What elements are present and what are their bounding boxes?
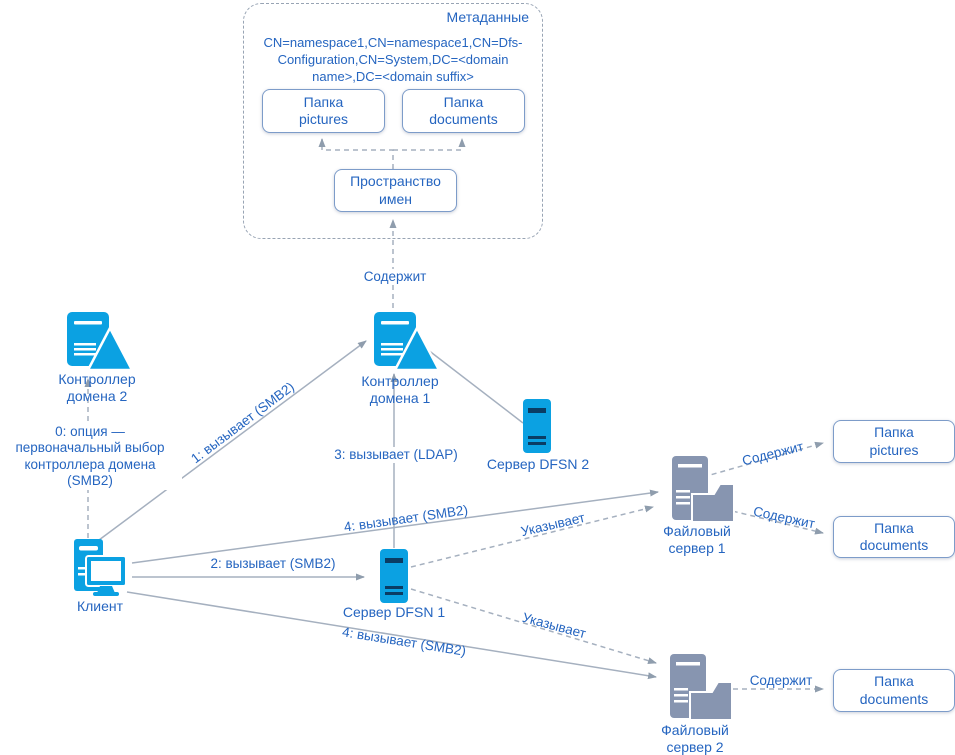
server-icon [380,549,408,603]
metadata-panel: Метаданные CN=namespace1,CN=namespace1,C… [243,3,543,239]
metadata-title: Метаданные [446,9,529,25]
edge-namespace-documents [393,138,466,151]
node-label-client: Клиент [76,598,124,614]
client-computer-icon [74,539,127,596]
folder-box-documents-2: Папка documents [833,669,955,712]
node-label-dc1: Контроллер домена 1 [361,373,439,406]
server-icon [523,399,551,453]
edge-dfsn1-fs2 [410,588,657,665]
node-label-dc2: Контроллер домена 2 [58,371,136,404]
edge-client-fs2 [126,591,657,680]
node-label-fs1: Файловый сервер 1 [663,523,731,556]
edge-fs1-pictures [702,441,824,478]
node-label-fs2: Файловый сервер 2 [661,722,729,755]
namespace-box: Пространство имен [334,169,457,212]
edge-label-contains-fs2-documents: Содержит [749,673,813,688]
folder-box-documents-meta: Папка documents [402,89,525,133]
edge-client-fs1 [131,489,659,564]
folder-box-pictures: Папка pictures [833,420,955,463]
folder-box-pictures-meta: Папка pictures [262,89,385,133]
domain-controller-icon [374,312,441,372]
edge-label-option0: 0: опция — первоначальный выбор контролл… [0,424,182,490]
edge-dfsn1-fs1 [410,505,654,568]
domain-controller-icon [67,312,134,372]
edge-fs1-documents [723,508,824,535]
folder-box-documents-1: Папка documents [833,516,955,558]
edge-namespace-pictures [318,138,394,169]
cn-path-text: CN=namespace1,CN=namespace1,CN=Dfs- Conf… [263,35,523,85]
edge-label-call2: 2: вызывает (SMB2) [210,556,336,571]
edge-label-contains-namespace: Содержит [353,269,437,286]
edge-client-dc1 [98,340,367,541]
edge-label-call3: 3: вызывает (LDAP) [314,447,478,464]
node-label-dfsn1: Сервер DFSN 1 [342,604,446,620]
file-server-icon [670,654,733,721]
edge-dfsn2-dc1 [418,342,524,424]
file-server-icon [672,456,735,523]
node-label-dfsn2: Сервер DFSN 2 [486,456,590,472]
